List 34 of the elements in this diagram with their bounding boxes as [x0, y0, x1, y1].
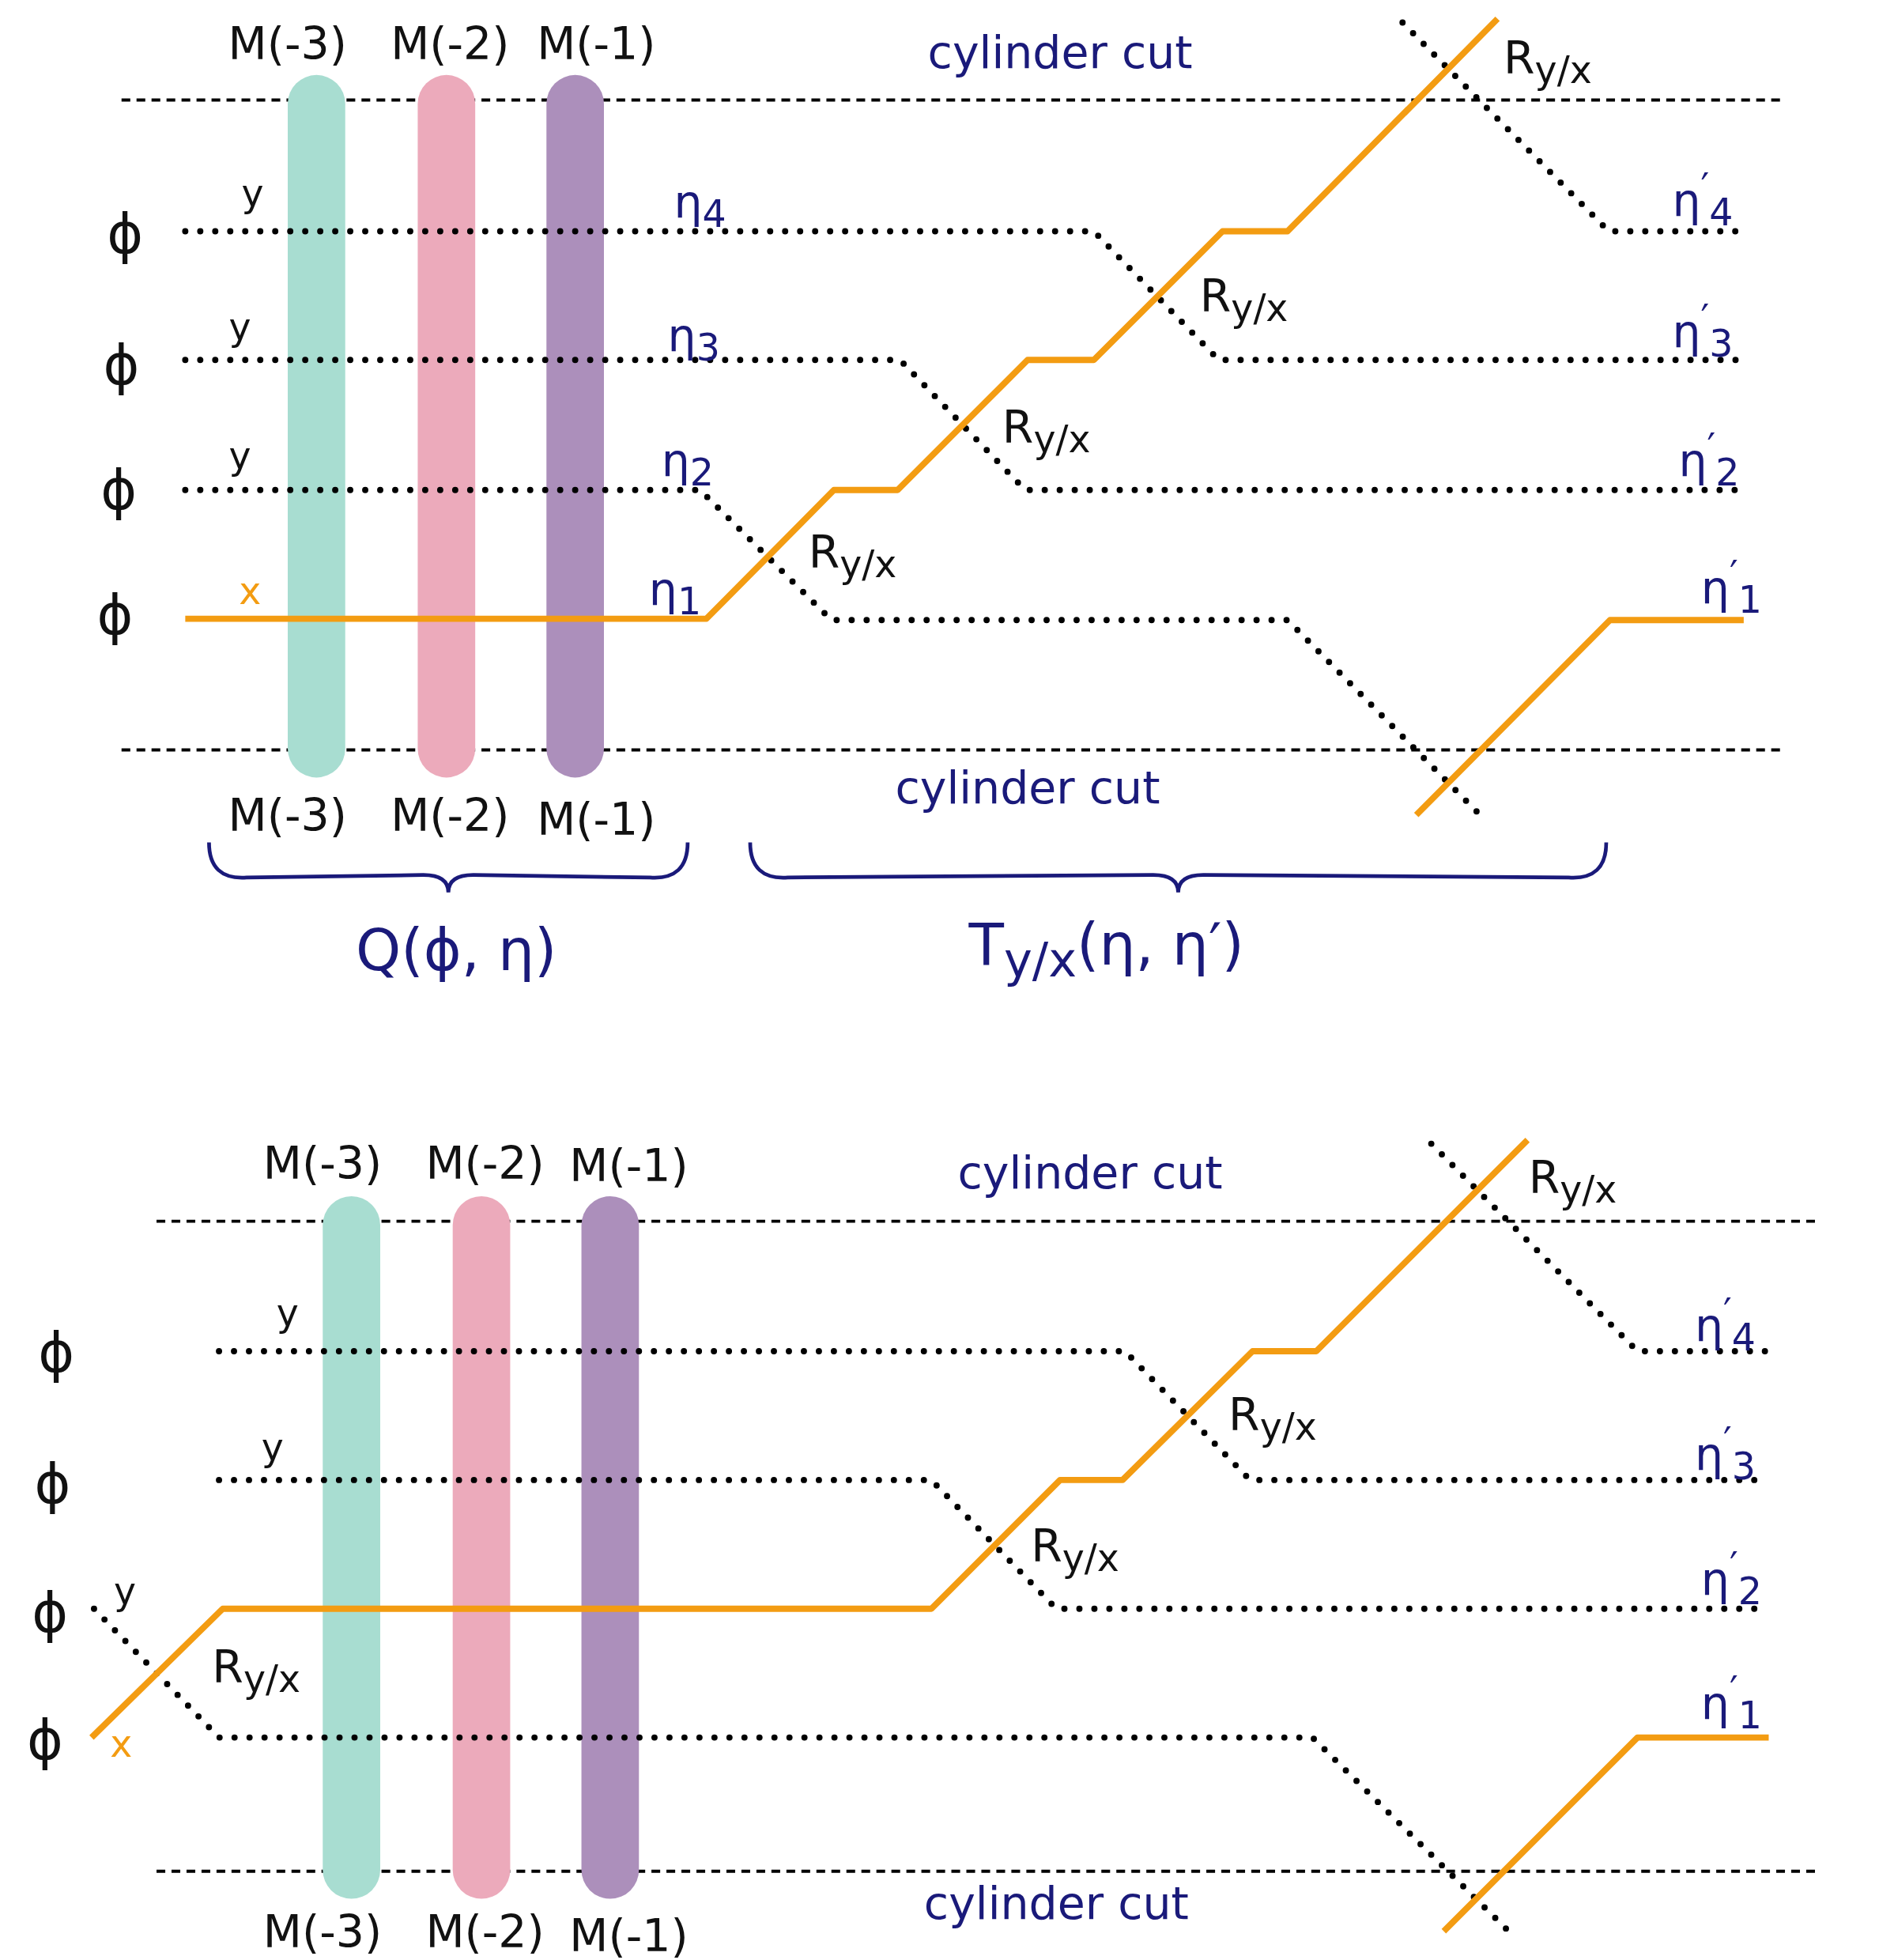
matrix-label: M(-1) [537, 796, 656, 842]
matrix-label: M(-2) [425, 1909, 545, 1954]
matrix-label: M(-2) [391, 21, 510, 66]
field-symbol: ϕ [34, 1456, 71, 1512]
field-label: y [276, 1293, 299, 1332]
operator-label: R$_{y/x}$ [1528, 1154, 1617, 1209]
operator-label: R$_{y/x}$ [1002, 404, 1091, 459]
field-label: x [239, 572, 262, 610]
operator-label: R$_{y/x}$ [1031, 1524, 1119, 1577]
matrix-label: M(-3) [262, 1140, 383, 1186]
matrix-label: M(-3) [262, 1909, 383, 1954]
field-symbol: ϕ [26, 1713, 63, 1769]
matrix-label: M(-3) [228, 792, 347, 838]
matrix-label: M(-2) [425, 1140, 545, 1186]
parameter-label: η$_{4}$ [673, 179, 726, 233]
operator-label: R$_{y/x}$ [1504, 36, 1592, 89]
field-label: y [228, 437, 251, 475]
matrix-label: M(-2) [391, 792, 510, 838]
operator-label: R$_{y/x}$ [1199, 273, 1289, 327]
operator-label: R$_{y/x}$ [212, 1645, 301, 1699]
matrix-label: M(-3) [228, 21, 347, 66]
matrix-label: M(-1) [537, 21, 656, 66]
field-label: y [114, 1573, 137, 1611]
matrix-label: M(-1) [569, 1913, 689, 1958]
matrix-label: M(-1) [569, 1142, 689, 1188]
parameter-label: η$_{1}$ [648, 567, 702, 621]
field-label: x [110, 1725, 133, 1763]
operator-label: R$_{y/x}$ [808, 529, 897, 583]
field-label: y [241, 175, 264, 213]
operator-label: R$_{y/x}$ [1228, 1392, 1317, 1446]
parameter-label: η$_{2}$ [661, 438, 714, 493]
field-label: y [228, 308, 251, 347]
field-label: y [261, 1429, 284, 1467]
parameter-label: η$_{3}$ [667, 313, 720, 368]
